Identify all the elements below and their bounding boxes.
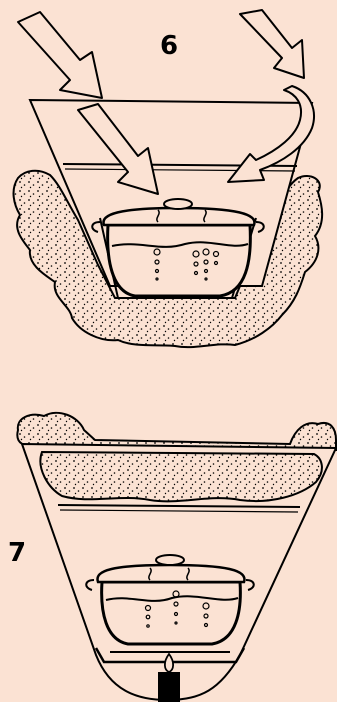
cooking-pot-icon	[86, 555, 254, 644]
insulation-tray	[40, 452, 322, 501]
panel-7-heat-retention	[17, 413, 336, 702]
step-number-6: 6	[160, 33, 178, 59]
cooking-pot-icon	[92, 199, 264, 296]
step-number-7: 7	[8, 540, 26, 566]
